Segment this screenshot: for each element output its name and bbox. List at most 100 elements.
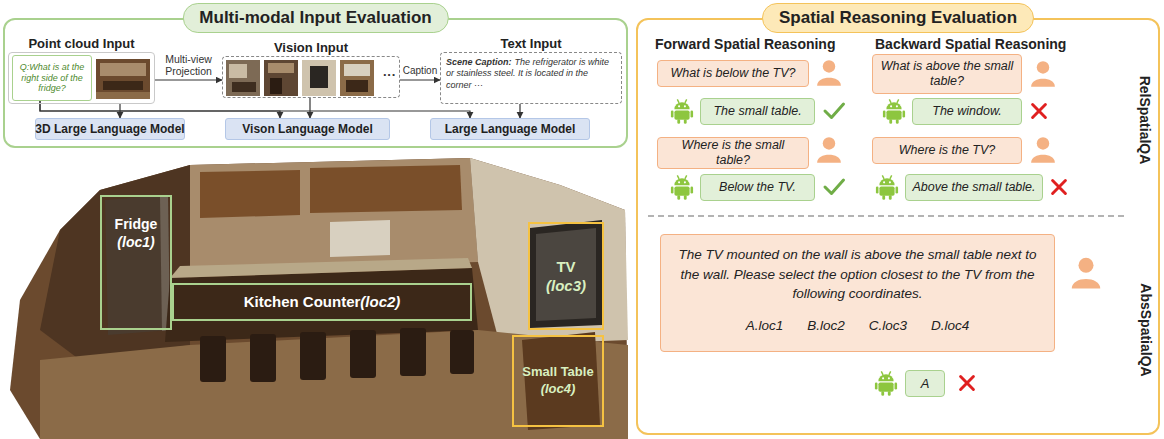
input-group: Point cloud InputQ:What is at the right … <box>8 52 155 104</box>
model-box: Vison Language Model <box>225 118 390 140</box>
multi-view-thumbnails-part <box>346 80 368 92</box>
room-point-cloud-part <box>165 268 478 342</box>
multi-view-thumbnails-part <box>310 66 328 88</box>
panel: Spatial Reasoning EvaluationWhat is belo… <box>636 18 1160 435</box>
node-text: What is above the small table? <box>879 59 1015 89</box>
point-cloud-thumbnail-part <box>96 92 150 99</box>
question-bubble: The TV mounted on the wall is above the … <box>660 234 1055 352</box>
user-icon <box>1031 137 1055 163</box>
model-box: Large Language Model <box>430 118 590 140</box>
node-text: Kitchen Counter <box>244 293 361 310</box>
user-icon <box>1072 258 1101 289</box>
room-point-cloud-part-part <box>250 334 276 382</box>
node-text: Vison Language Model <box>242 122 372 136</box>
column-heading: Forward Spatial Reasoning <box>655 36 835 52</box>
multi-view-thumbnails-part <box>264 60 298 96</box>
robot-icon <box>671 99 693 124</box>
question-bubble: What is above the small table? <box>872 54 1022 94</box>
object-box: TV(loc3) <box>528 222 604 330</box>
room-point-cloud-part <box>40 330 628 439</box>
answer-bubble: A <box>905 370 945 397</box>
group-heading: Point cloud Input <box>9 36 154 51</box>
question-bubble: Where is the small table? <box>657 137 809 169</box>
check-mark <box>825 180 844 194</box>
caption-box: Text InputScene Caption:The refrigerator… <box>440 52 622 104</box>
room-point-cloud-part-part <box>400 328 426 376</box>
panel-title: Multi-modal Input Evaluation <box>182 3 448 33</box>
multi-view-thumbnails-part <box>268 63 294 73</box>
side-label: RelSpatialQA <box>1137 76 1153 165</box>
robot-icon <box>671 175 693 200</box>
group-heading: Text Input <box>441 36 621 51</box>
option: A.loc1 <box>746 318 784 333</box>
edge-label: Caption <box>403 65 437 77</box>
room-point-cloud-part <box>10 158 628 439</box>
multi-view-thumbnails <box>226 60 374 96</box>
answer-bubble: The small table. <box>700 98 815 125</box>
user-icon <box>817 60 841 86</box>
answer-bubble: Above the small table. <box>905 174 1043 201</box>
room-point-cloud-part <box>200 170 300 218</box>
ellipsis: ··· <box>383 67 396 82</box>
room-point-cloud-part <box>310 165 462 213</box>
section-divider-part <box>648 215 1128 217</box>
node-text: (loc2) <box>360 293 400 310</box>
node-text: (loc4) <box>541 381 576 398</box>
node-text: Where is the small table? <box>664 138 802 168</box>
object-box: Small Table(loc4) <box>512 335 604 427</box>
node-text: 3D Large Language Model <box>35 122 184 136</box>
answer-bubble: Below the TV. <box>700 174 815 201</box>
connector <box>309 98 310 118</box>
room-point-cloud-part-part <box>450 330 474 374</box>
edge-label: Multi-view Projection <box>158 53 220 77</box>
room-point-cloud <box>10 158 628 439</box>
cross-mark <box>961 377 974 390</box>
room-point-cloud-part <box>536 228 596 321</box>
cross-mark <box>1033 105 1046 118</box>
user-icon <box>817 137 841 163</box>
point-cloud-thumbnail-part <box>103 81 143 90</box>
node-text: What is below the TV? <box>670 66 795 81</box>
option: B.loc2 <box>807 318 845 333</box>
room-point-cloud-part <box>200 328 474 382</box>
panel-title: Spatial Reasoning Evaluation <box>762 3 1034 33</box>
node-text: Below the TV. <box>719 180 796 195</box>
node-text: Where is the TV? <box>899 143 996 158</box>
node-text: Fridge <box>102 215 170 233</box>
multi-view-thumbnails-part <box>270 78 282 94</box>
node-text: Small Table <box>522 364 593 381</box>
robot-icon <box>883 99 905 124</box>
side-label: AbsSpatialQA <box>1137 283 1153 376</box>
multi-view-thumbnails-part <box>232 82 256 92</box>
room-point-cloud-part-part <box>200 336 226 382</box>
question-bubble: What is below the TV? <box>657 60 809 87</box>
node-text: Q:What is at the right side of the fridg… <box>16 62 88 93</box>
node-text: A <box>921 376 930 392</box>
room-point-cloud-part <box>190 158 478 270</box>
connector <box>400 79 440 80</box>
caption-heading: Scene Caption: <box>446 57 512 67</box>
node-text: (loc3) <box>546 276 586 296</box>
question-bubble: Where is the TV? <box>872 137 1022 164</box>
column-heading: Backward Spatial Reasoning <box>875 36 1066 52</box>
robot-icon <box>876 175 898 200</box>
room-point-cloud-part <box>522 332 600 430</box>
multi-view-thumbnails-part <box>226 60 260 96</box>
room-point-cloud-part <box>330 220 390 257</box>
room-point-cloud-part-part <box>300 332 326 380</box>
node-text: (loc1) <box>102 233 170 251</box>
group-heading: Vision Input <box>223 40 399 55</box>
room-point-cloud-part-part <box>350 330 376 378</box>
node-text: The window. <box>932 104 1001 119</box>
robot-icon <box>875 371 897 396</box>
option: C.loc3 <box>869 318 907 333</box>
panel: Multi-modal Input EvaluationPoint cloud … <box>3 18 628 148</box>
node-text: The small table. <box>713 104 801 119</box>
multi-view-thumbnails-part <box>302 60 336 96</box>
cross-mark <box>1053 181 1066 194</box>
answer-bubble: The window. <box>912 98 1022 125</box>
node-text: TV <box>556 257 575 277</box>
question-text: The TV mounted on the wall is above the … <box>677 245 1038 304</box>
section-divider <box>648 216 1128 217</box>
